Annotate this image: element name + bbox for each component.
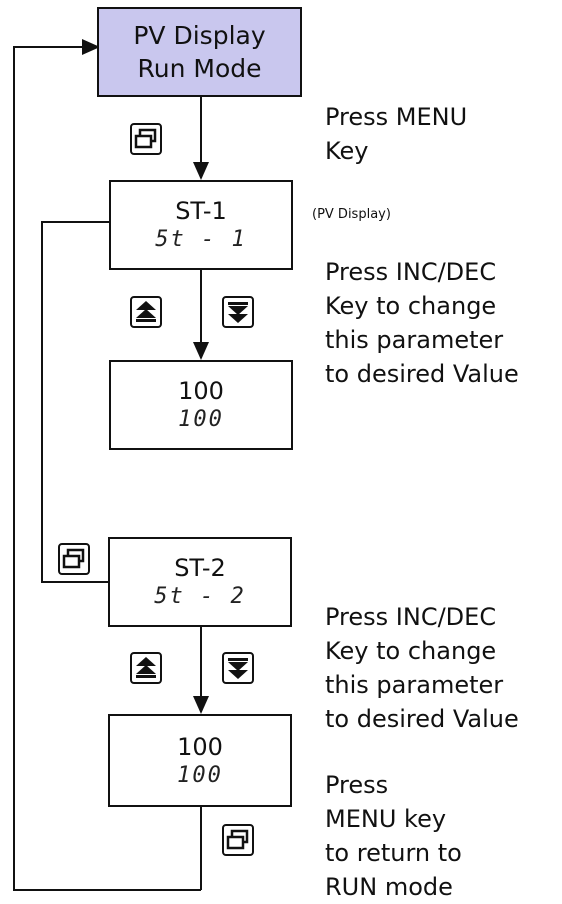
note-line: Press INC/DEC — [325, 603, 497, 631]
run-mode-line2: Run Mode — [137, 54, 262, 83]
inc-key-icon — [130, 652, 162, 684]
st1-box: ST-1 5t - 1 — [109, 180, 293, 270]
value2-label: 100 — [177, 732, 223, 761]
dec-key-icon — [222, 296, 254, 328]
st2-box: ST-2 5t - 2 — [108, 537, 292, 627]
value1-label: 100 — [178, 377, 224, 405]
inc-key-icon — [130, 296, 162, 328]
st1-display: 5t - 1 — [155, 227, 247, 252]
note-line: Press INC/DEC — [325, 258, 497, 286]
note-line: to desired Value — [325, 360, 519, 388]
arrow-return-loop — [13, 39, 201, 891]
note-line: RUN mode — [325, 873, 453, 901]
line-st1-to-st2 — [41, 221, 109, 583]
note-line: Key to change — [325, 637, 497, 665]
st2-display: 5t - 2 — [154, 584, 246, 609]
value2-display: 100 — [177, 762, 223, 788]
incdec-note-2: Press INC/DEC Key to change this paramet… — [325, 600, 519, 736]
dec-key-icon — [222, 652, 254, 684]
note-line: Key — [325, 137, 369, 165]
menu-key-icon — [222, 824, 254, 856]
run-mode-box: PV Display Run Mode — [97, 7, 302, 97]
note-line: this parameter — [325, 326, 504, 354]
note-line: Press — [325, 771, 389, 799]
note-line: Key to change — [325, 292, 497, 320]
value1-box: 100 100 — [109, 360, 293, 450]
menu-key-icon — [58, 543, 90, 575]
note-line: MENU key — [325, 805, 447, 833]
return-note: Press MENU key to return to RUN mode — [325, 768, 462, 904]
st1-label: ST-1 — [175, 197, 227, 225]
st2-label: ST-2 — [174, 554, 226, 582]
menu-key-icon — [130, 123, 162, 155]
note-line: Press MENU — [325, 103, 468, 131]
pv-display-note: (PV Display) — [312, 207, 391, 222]
note-line: to desired Value — [325, 705, 519, 733]
value2-box: 100 100 — [108, 714, 292, 807]
run-mode-line1: PV Display — [133, 21, 266, 50]
press-menu-note: Press MENU Key — [325, 100, 467, 168]
note-line: this parameter — [325, 671, 504, 699]
note-line: to return to — [325, 839, 462, 867]
incdec-note-1: Press INC/DEC Key to change this paramet… — [325, 255, 519, 391]
value1-display: 100 — [178, 407, 224, 432]
